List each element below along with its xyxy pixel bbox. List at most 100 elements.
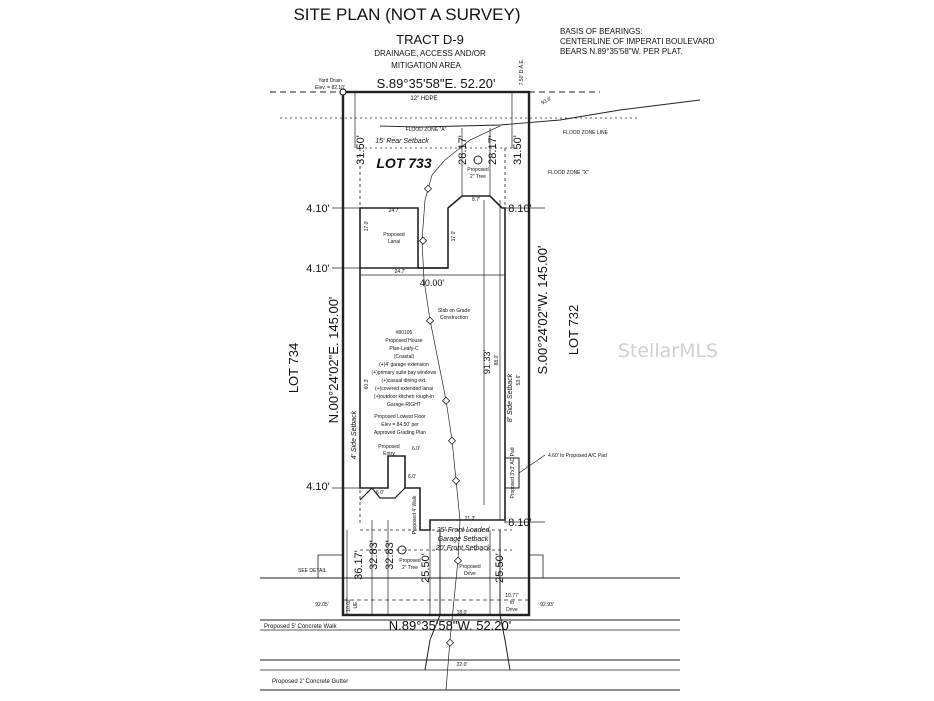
floor-note-3: Approved Grading Plan	[374, 430, 426, 436]
basis-line-3: BEARS N.89°35'58"W. PER PLAT.	[560, 47, 683, 56]
tract-name: TRACT D-9	[396, 32, 464, 47]
dim-10-02: 10.02'	[346, 598, 352, 612]
lanai-1: Proposed	[383, 232, 405, 238]
floor-note-1: Proposed Lowest Floor	[374, 414, 426, 420]
dim-18: 18.0'	[457, 610, 468, 616]
flood-zone-line: FLOOD ZONE LINE	[563, 130, 609, 136]
to-drive-2: to	[510, 600, 514, 606]
dim-32-83-a: 32.83'	[368, 540, 380, 570]
dim-36-17: 36.17'	[353, 550, 365, 580]
west-bearing: N.00°24'02"E. 145.00'	[326, 297, 341, 424]
drive-1: Proposed	[459, 564, 481, 570]
tree-top-1: Proposed	[467, 167, 489, 173]
house-note-line: (+)covered extended lanai	[375, 386, 433, 392]
house-note-line: Proposed House	[385, 338, 422, 344]
walk-label: Proposed 4' Walk	[412, 495, 418, 534]
house-note-line: (+)casual dining ext.	[382, 378, 427, 384]
dim-91-33: 91.33'	[482, 350, 492, 375]
ac-pad-label: Proposed 3'x3' AC Pad	[510, 447, 516, 498]
dim-25-50-a: 25.50'	[420, 553, 432, 583]
dim-17-a: 17.0'	[364, 221, 370, 232]
dim-28-17-a: 28.17'	[457, 135, 469, 165]
tree-bot-1: Proposed	[399, 558, 421, 564]
dim-21-3: 21.3'	[465, 516, 476, 522]
entry-2: Entry	[383, 451, 395, 457]
see-detail: SEE DETAIL	[298, 568, 327, 574]
house-note-line: Garage-RIGHT	[387, 402, 421, 408]
to-drive-1: 10.77'	[505, 593, 519, 599]
hdpe-label: 12" HDPE	[410, 96, 437, 102]
dim-28-17-b: 28.17'	[487, 135, 499, 165]
dim-40-00: 40.00'	[420, 278, 445, 288]
ue-label: UE	[353, 601, 359, 609]
dim-93-6: 93.6'	[540, 96, 552, 107]
stellarmls-watermark: StellarMLS	[618, 340, 718, 362]
flood-zone-x: FLOOD ZONE "X"	[548, 170, 589, 176]
house-note-line: (Coastal)	[394, 354, 415, 360]
basis-line-1: BASIS OF BEARINGS:	[560, 27, 643, 36]
front-setback-label: 20' Front Setback	[435, 545, 491, 552]
watermark-text: StellarMLS	[618, 340, 718, 362]
dim-4-10-b: 4.10'	[306, 263, 330, 275]
dim-8-10-b: 8.10'	[508, 517, 532, 529]
house-note-line: (+)outdoor kitchen rough-in	[374, 394, 434, 400]
dim-25-50-b: 25.50'	[494, 553, 506, 583]
dim-60-3: 60.3'	[364, 379, 370, 390]
ac-note: 4.60' to Proposed A/C Pad	[548, 453, 607, 459]
to-drive-3: Drive	[506, 607, 518, 613]
right-side-setback: 8' Side Setback	[507, 373, 514, 422]
dim-31-50-right: 31.50'	[512, 135, 524, 165]
page-title: SITE PLAN (NOT A SURVEY)	[293, 5, 520, 24]
lot-732-label: LOT 732	[566, 305, 581, 355]
dim-6-b: 6.0'	[408, 474, 416, 480]
left-side-setback: 4' Side Setback	[351, 410, 358, 459]
lanai-2: Lanai	[388, 239, 400, 245]
dim-92-05: 92.05'	[315, 602, 329, 608]
dim-31-50-left: 31.50'	[355, 135, 367, 165]
concrete-gutter-label: Proposed 2' Concrete Gutter	[272, 679, 348, 685]
house-note-line: (+)primary suite bay windows	[372, 370, 437, 376]
entry-1: Proposed	[378, 444, 400, 450]
rear-setback-label: 15' Rear Setback	[375, 138, 429, 145]
drive-2: Drive	[464, 571, 476, 577]
house-note-line: Plan-Leafy-C	[389, 346, 419, 352]
dim-6-c: 6.0'	[376, 490, 384, 496]
floor-note-2: Elev = 84.50' per	[381, 422, 419, 428]
front-garage-setback-2: Garage Setback	[438, 536, 489, 543]
dim-32-83-b: 32.83'	[384, 540, 396, 570]
dim-53-6: 53.6'	[516, 375, 522, 386]
dim-8-10-a: 8.10'	[508, 203, 532, 215]
dim-17-b: 17.0'	[451, 231, 457, 242]
house-note-line: #80105	[396, 330, 413, 336]
lot-734-label: LOT 734	[286, 343, 301, 393]
dim-8-7: 8.7'	[472, 197, 480, 203]
east-bearing: S.00°24'02"W. 145.00'	[535, 246, 550, 375]
yard-drain-1: Yard Drain	[318, 78, 342, 84]
lot-733-label: LOT 733	[376, 155, 431, 171]
dim-dae: 7.50' D.A.E.	[519, 59, 525, 86]
dim-4-10-c: 4.10'	[306, 481, 330, 493]
dim-4-10-a: 4.10'	[306, 203, 330, 215]
slab-1: Slab on Grade	[438, 308, 470, 314]
dim-92-93: 92.93'	[540, 602, 554, 608]
tract-desc-1: DRAINAGE, ACCESS AND/OR	[374, 49, 486, 58]
dim-24-7-a: 24.7'	[389, 208, 400, 214]
yard-drain-2: Elev. = 82.10'	[315, 85, 345, 91]
tree-top-2: 2" Tree	[470, 174, 486, 180]
north-bearing: S.89°35'58"E. 52.20'	[377, 76, 496, 91]
concrete-walk-label: Proposed 5' Concrete Walk	[264, 624, 338, 630]
house-note-line: (+)4' garage extension	[379, 362, 429, 368]
south-bearing: N.89°35'58"W. 52.20'	[389, 618, 511, 633]
dim-24-7-b: 24.7'	[395, 269, 406, 275]
dim-22: 22.0'	[457, 662, 468, 668]
front-garage-setback-1: 25' Front Loaded	[436, 527, 491, 534]
lot-boundary	[341, 90, 531, 617]
tree-bot-2: 2" Tree	[402, 565, 418, 571]
basis-line-2: CENTERLINE OF IMPERATI BOULEVARD	[560, 37, 715, 46]
house-notes: #80105 Proposed House Plan-Leafy-C (Coas…	[372, 330, 437, 408]
tract-desc-2: MITIGATION AREA	[391, 61, 461, 70]
dim-6-a: 6.0'	[412, 446, 420, 452]
flood-zone-a: FLOOD ZONE "A"	[406, 127, 447, 133]
slab-2: Construction	[440, 315, 468, 321]
